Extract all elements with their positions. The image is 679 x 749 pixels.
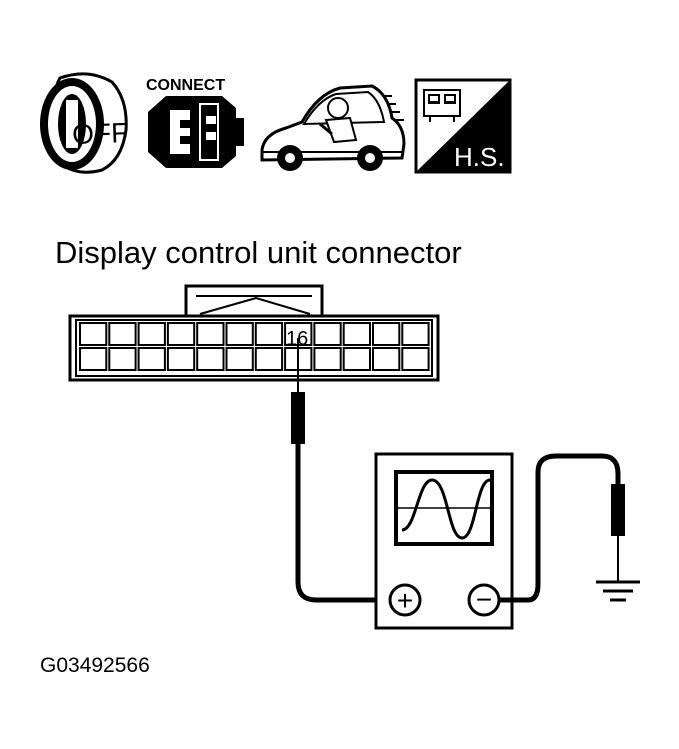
connector-pin-cell <box>225 322 254 346</box>
connector-pin-cell <box>225 347 254 371</box>
connector-pin-cell <box>108 347 137 371</box>
positive-terminal-symbol: + <box>397 585 413 616</box>
hs-label: H.S. <box>454 142 505 172</box>
connector-pin-cell <box>313 322 342 346</box>
connector-pin-cell <box>196 347 225 371</box>
car-driving-icon <box>260 84 406 171</box>
connector-pin-cell <box>342 347 372 371</box>
connector-pin-cell <box>254 347 284 371</box>
connector-pin-cell <box>137 322 166 346</box>
connect-label: CONNECT <box>146 77 225 94</box>
connector-pin-cell <box>137 347 166 371</box>
connector-pin-cell <box>79 347 108 371</box>
connector-pin-cell <box>166 347 196 371</box>
connector-icon: CONNECT <box>146 77 244 168</box>
connector-pin-cell <box>372 347 401 371</box>
connector-pin-cell <box>166 322 196 346</box>
figure-code: G03492566 <box>40 654 150 677</box>
connector-pin-cell <box>108 322 137 346</box>
negative-lead <box>499 453 625 603</box>
diagram-title: Display control unit connector <box>55 235 462 270</box>
positive-terminal: + <box>388 583 422 617</box>
connector-pin-cell <box>342 322 372 346</box>
ignition-key-icon: OFF <box>40 72 129 174</box>
high-speed-tester-icon: H.S. <box>414 78 512 174</box>
connector-pin-cell <box>254 322 284 346</box>
connector-pin-grid <box>79 322 430 371</box>
ignition-off-label: OFF <box>72 117 129 150</box>
connector-pin-cell <box>401 347 430 371</box>
positive-lead <box>291 338 390 603</box>
ground-icon <box>596 580 640 602</box>
connector-pin-cell <box>313 347 342 371</box>
connector-pin-cell <box>196 322 225 346</box>
connector-pin-cell <box>79 322 108 346</box>
connector-pin-cell <box>401 322 430 346</box>
connector-pin-cell <box>372 322 401 346</box>
negative-terminal: − <box>467 583 501 617</box>
negative-terminal-symbol: − <box>476 584 492 615</box>
